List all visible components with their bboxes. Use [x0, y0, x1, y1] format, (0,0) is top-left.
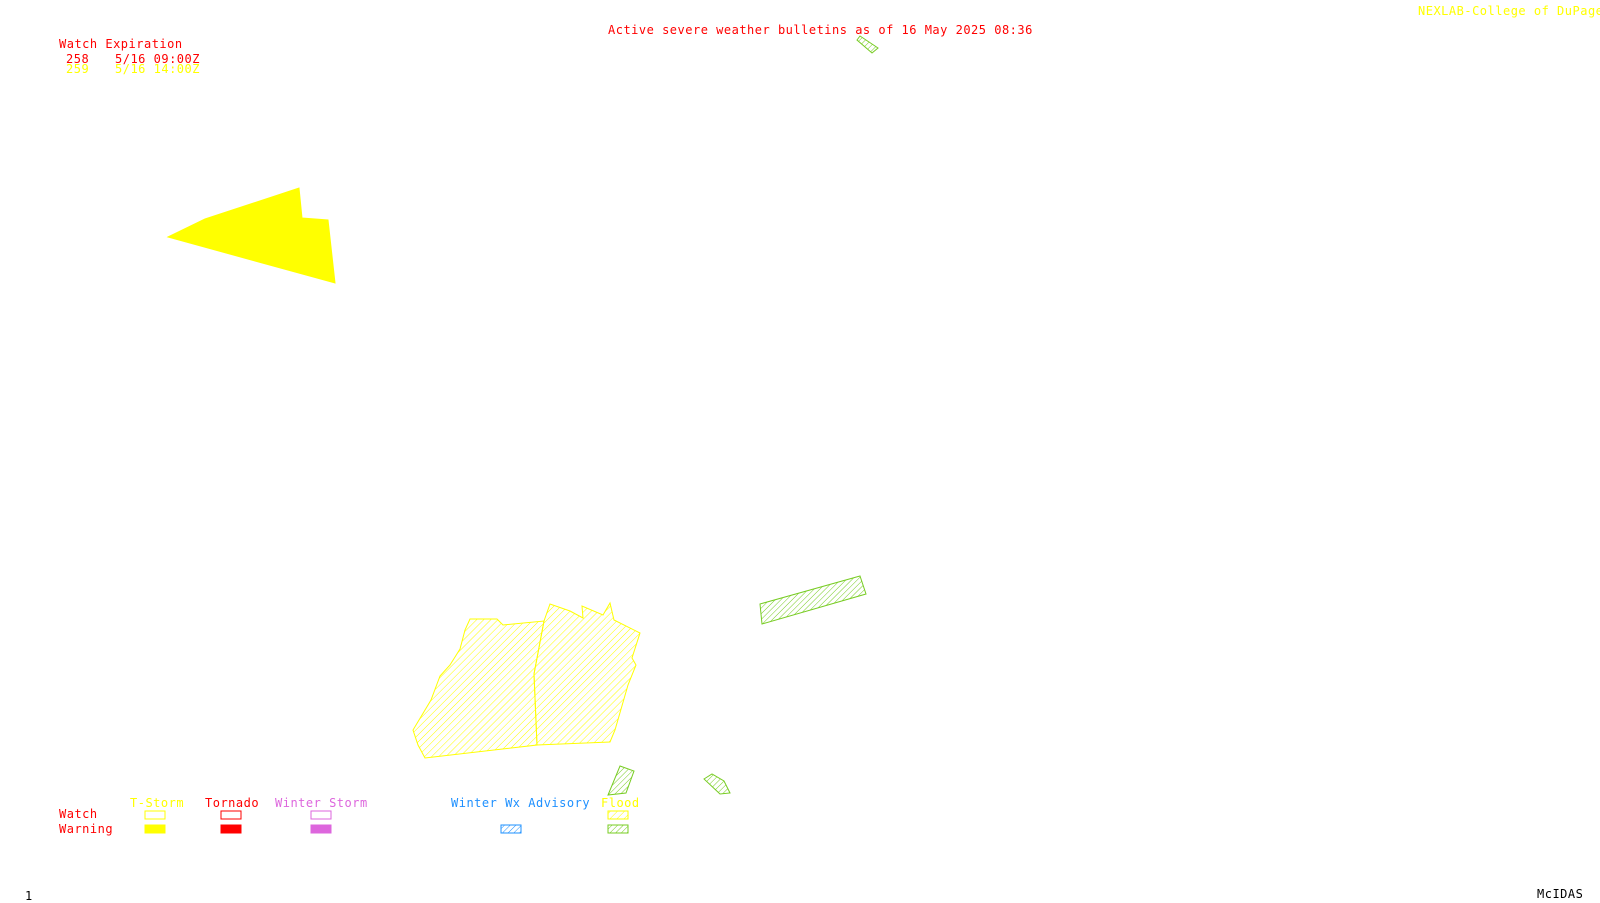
legend-tornado-watch-swatch [220, 810, 242, 820]
page-title: Active severe weather bulletins as of 16… [608, 23, 1033, 37]
legend-category-tornado: Tornado [205, 796, 260, 810]
flood-watch-area-east [533, 601, 641, 746]
watch-row-number: 259 [66, 62, 90, 76]
legend-tstorm-watch-swatch [144, 810, 166, 820]
watch-table-heading: Watch Expiration [59, 37, 183, 51]
legend-flood-watch-swatch [607, 810, 629, 820]
legend-winter-storm-warning-swatch [310, 824, 332, 834]
credit-label: NEXLAB-College of DuPage R [1418, 4, 1600, 18]
legend-category-flood: Flood [601, 796, 640, 810]
legend-category-tstorm: T-Storm [130, 796, 185, 810]
flood-watch-area-west [412, 618, 545, 759]
legend-winter-storm-watch-swatch [310, 810, 332, 820]
watch-row-number: 258 [66, 52, 90, 66]
flood-warning-polygon-north [856, 35, 879, 54]
legend-row-warning: Warning [59, 822, 114, 836]
legend-category-winter-advisory: Winter Wx Advisory [451, 796, 591, 810]
flood-warning-polygon-east [759, 575, 867, 625]
tstorm-warning-polygon [166, 187, 336, 284]
legend-winter-advisory-swatch [500, 824, 522, 834]
legend-flood-warning-swatch [607, 824, 629, 834]
flood-warning-polygon-southeast [703, 773, 731, 795]
frame-number: 1 [25, 889, 33, 903]
software-label: McIDAS [1537, 887, 1584, 901]
legend-tstorm-warning-swatch [144, 824, 166, 834]
watch-row-expiration: 5/16 14:00Z [115, 62, 200, 76]
watch-row-expiration: 5/16 09:00Z [115, 52, 200, 66]
legend-row-watch: Watch [59, 807, 98, 821]
legend-category-winter-storm: Winter Storm [275, 796, 368, 810]
legend-tornado-warning-swatch [220, 824, 242, 834]
flood-warning-polygon-south [607, 765, 635, 796]
